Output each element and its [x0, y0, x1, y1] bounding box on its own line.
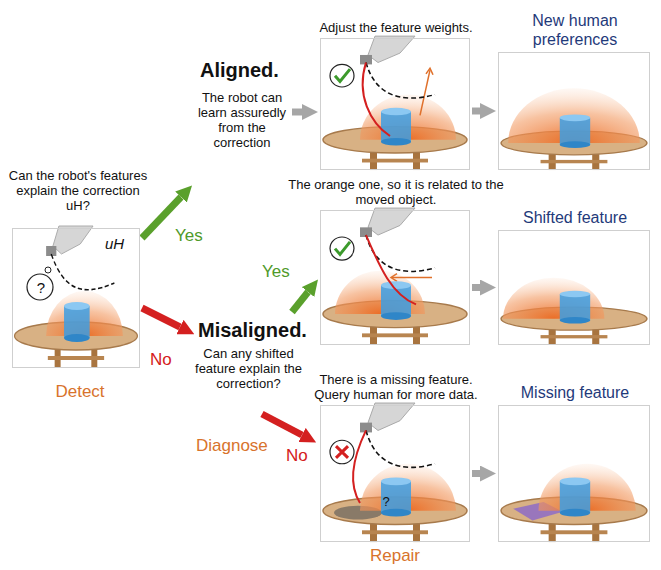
thought-dot: [45, 267, 51, 273]
flow-arrow: [472, 108, 480, 115]
image-panel: There is a missing feature. Query human …: [320, 405, 470, 542]
step-arrow: [292, 109, 302, 116]
symbol-label: uH: [105, 235, 135, 253]
stage-label: Repair: [355, 546, 435, 566]
robot-scene: [320, 36, 470, 170]
preference-scene: [498, 405, 650, 542]
step-caption: Adjust the feature weights.: [316, 20, 476, 35]
question-mark: ?: [35, 279, 47, 297]
no-label: No: [286, 446, 316, 466]
preference-scene: [498, 230, 650, 345]
preference-scene: [498, 52, 650, 170]
robot-scene: [320, 208, 470, 345]
robot-scene: [12, 226, 140, 368]
image-panel: Adjust the feature weights.: [320, 38, 470, 170]
image-panel: The orange one, so it is related to the …: [320, 210, 470, 345]
panel-heading: Shifted feature: [499, 208, 651, 227]
yes-label: Yes: [175, 226, 215, 246]
step-caption: There is a missing feature. Query human …: [306, 372, 486, 402]
robot-scene: [320, 403, 470, 542]
branch-title: Misaligned.: [198, 318, 328, 342]
yes-arrow: [292, 292, 308, 312]
image-panel: uH?: [12, 228, 140, 368]
no-arrow: [262, 414, 302, 435]
yes-label: Yes: [262, 262, 302, 282]
thought-bubble: [27, 274, 53, 300]
stage-label: Detect: [40, 382, 120, 402]
flow-arrow: [472, 284, 480, 291]
no-label: No: [150, 350, 190, 370]
branch-title: Aligned.: [200, 58, 320, 82]
no-arrow: [142, 308, 180, 327]
image-panel: Shifted feature: [498, 230, 650, 345]
panel-heading: Missing feature: [499, 383, 651, 402]
image-panel: Missing feature: [498, 405, 650, 542]
branch-note: The robot can learn assuredly from the c…: [192, 90, 292, 150]
step-caption: The orange one, so it is related to the …: [271, 177, 521, 207]
stage-label: Diagnose: [196, 436, 280, 456]
image-panel: New human preferences: [498, 52, 650, 170]
question-text: Can the robot's features explain the cor…: [8, 168, 148, 213]
flow-arrow: [472, 470, 480, 477]
question-mark: ?: [379, 494, 393, 509]
panel-heading: New human preferences: [499, 11, 651, 49]
question-text: Can any shifted feature explain the corr…: [186, 346, 311, 391]
